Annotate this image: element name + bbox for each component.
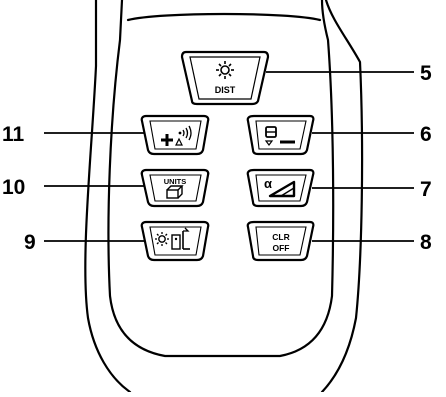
off-label: OFF — [273, 243, 290, 253]
memory-button[interactable] — [246, 114, 315, 156]
callout-6: 6 — [420, 123, 432, 146]
device-outer-outline — [84, 0, 132, 394]
backlight-reference-button[interactable] — [140, 220, 210, 262]
callout-5: 5 — [420, 62, 432, 85]
box-icon — [166, 185, 184, 199]
callout-7: 7 — [420, 178, 432, 201]
units-button[interactable]: UNITS — [140, 168, 210, 208]
memory-minus-icon — [264, 126, 295, 146]
callout-11: 11 — [2, 123, 25, 146]
callout-8: 8 — [420, 231, 432, 254]
callout-10: 10 — [2, 176, 25, 199]
device-inner-outline — [107, 0, 335, 358]
backlight-reference-icon — [155, 227, 190, 250]
angle-icon — [268, 180, 296, 198]
clr-off-button[interactable]: CLR OFF — [246, 220, 315, 262]
dist-label: DIST — [215, 85, 236, 95]
alpha-symbol: α — [264, 176, 272, 191]
laser-sun-icon — [216, 61, 234, 79]
plus-sound-icon — [161, 125, 192, 146]
angle-button[interactable]: α — [246, 168, 315, 208]
device-outer-outline-right — [320, 0, 364, 394]
units-label: UNITS — [164, 177, 187, 186]
leader-lines — [44, 71, 414, 242]
add-subtract-button[interactable] — [140, 114, 210, 156]
dist-button[interactable]: DIST — [180, 50, 270, 106]
clr-label: CLR — [272, 232, 289, 242]
device-shoulder — [126, 12, 322, 22]
callout-9: 9 — [24, 231, 36, 254]
